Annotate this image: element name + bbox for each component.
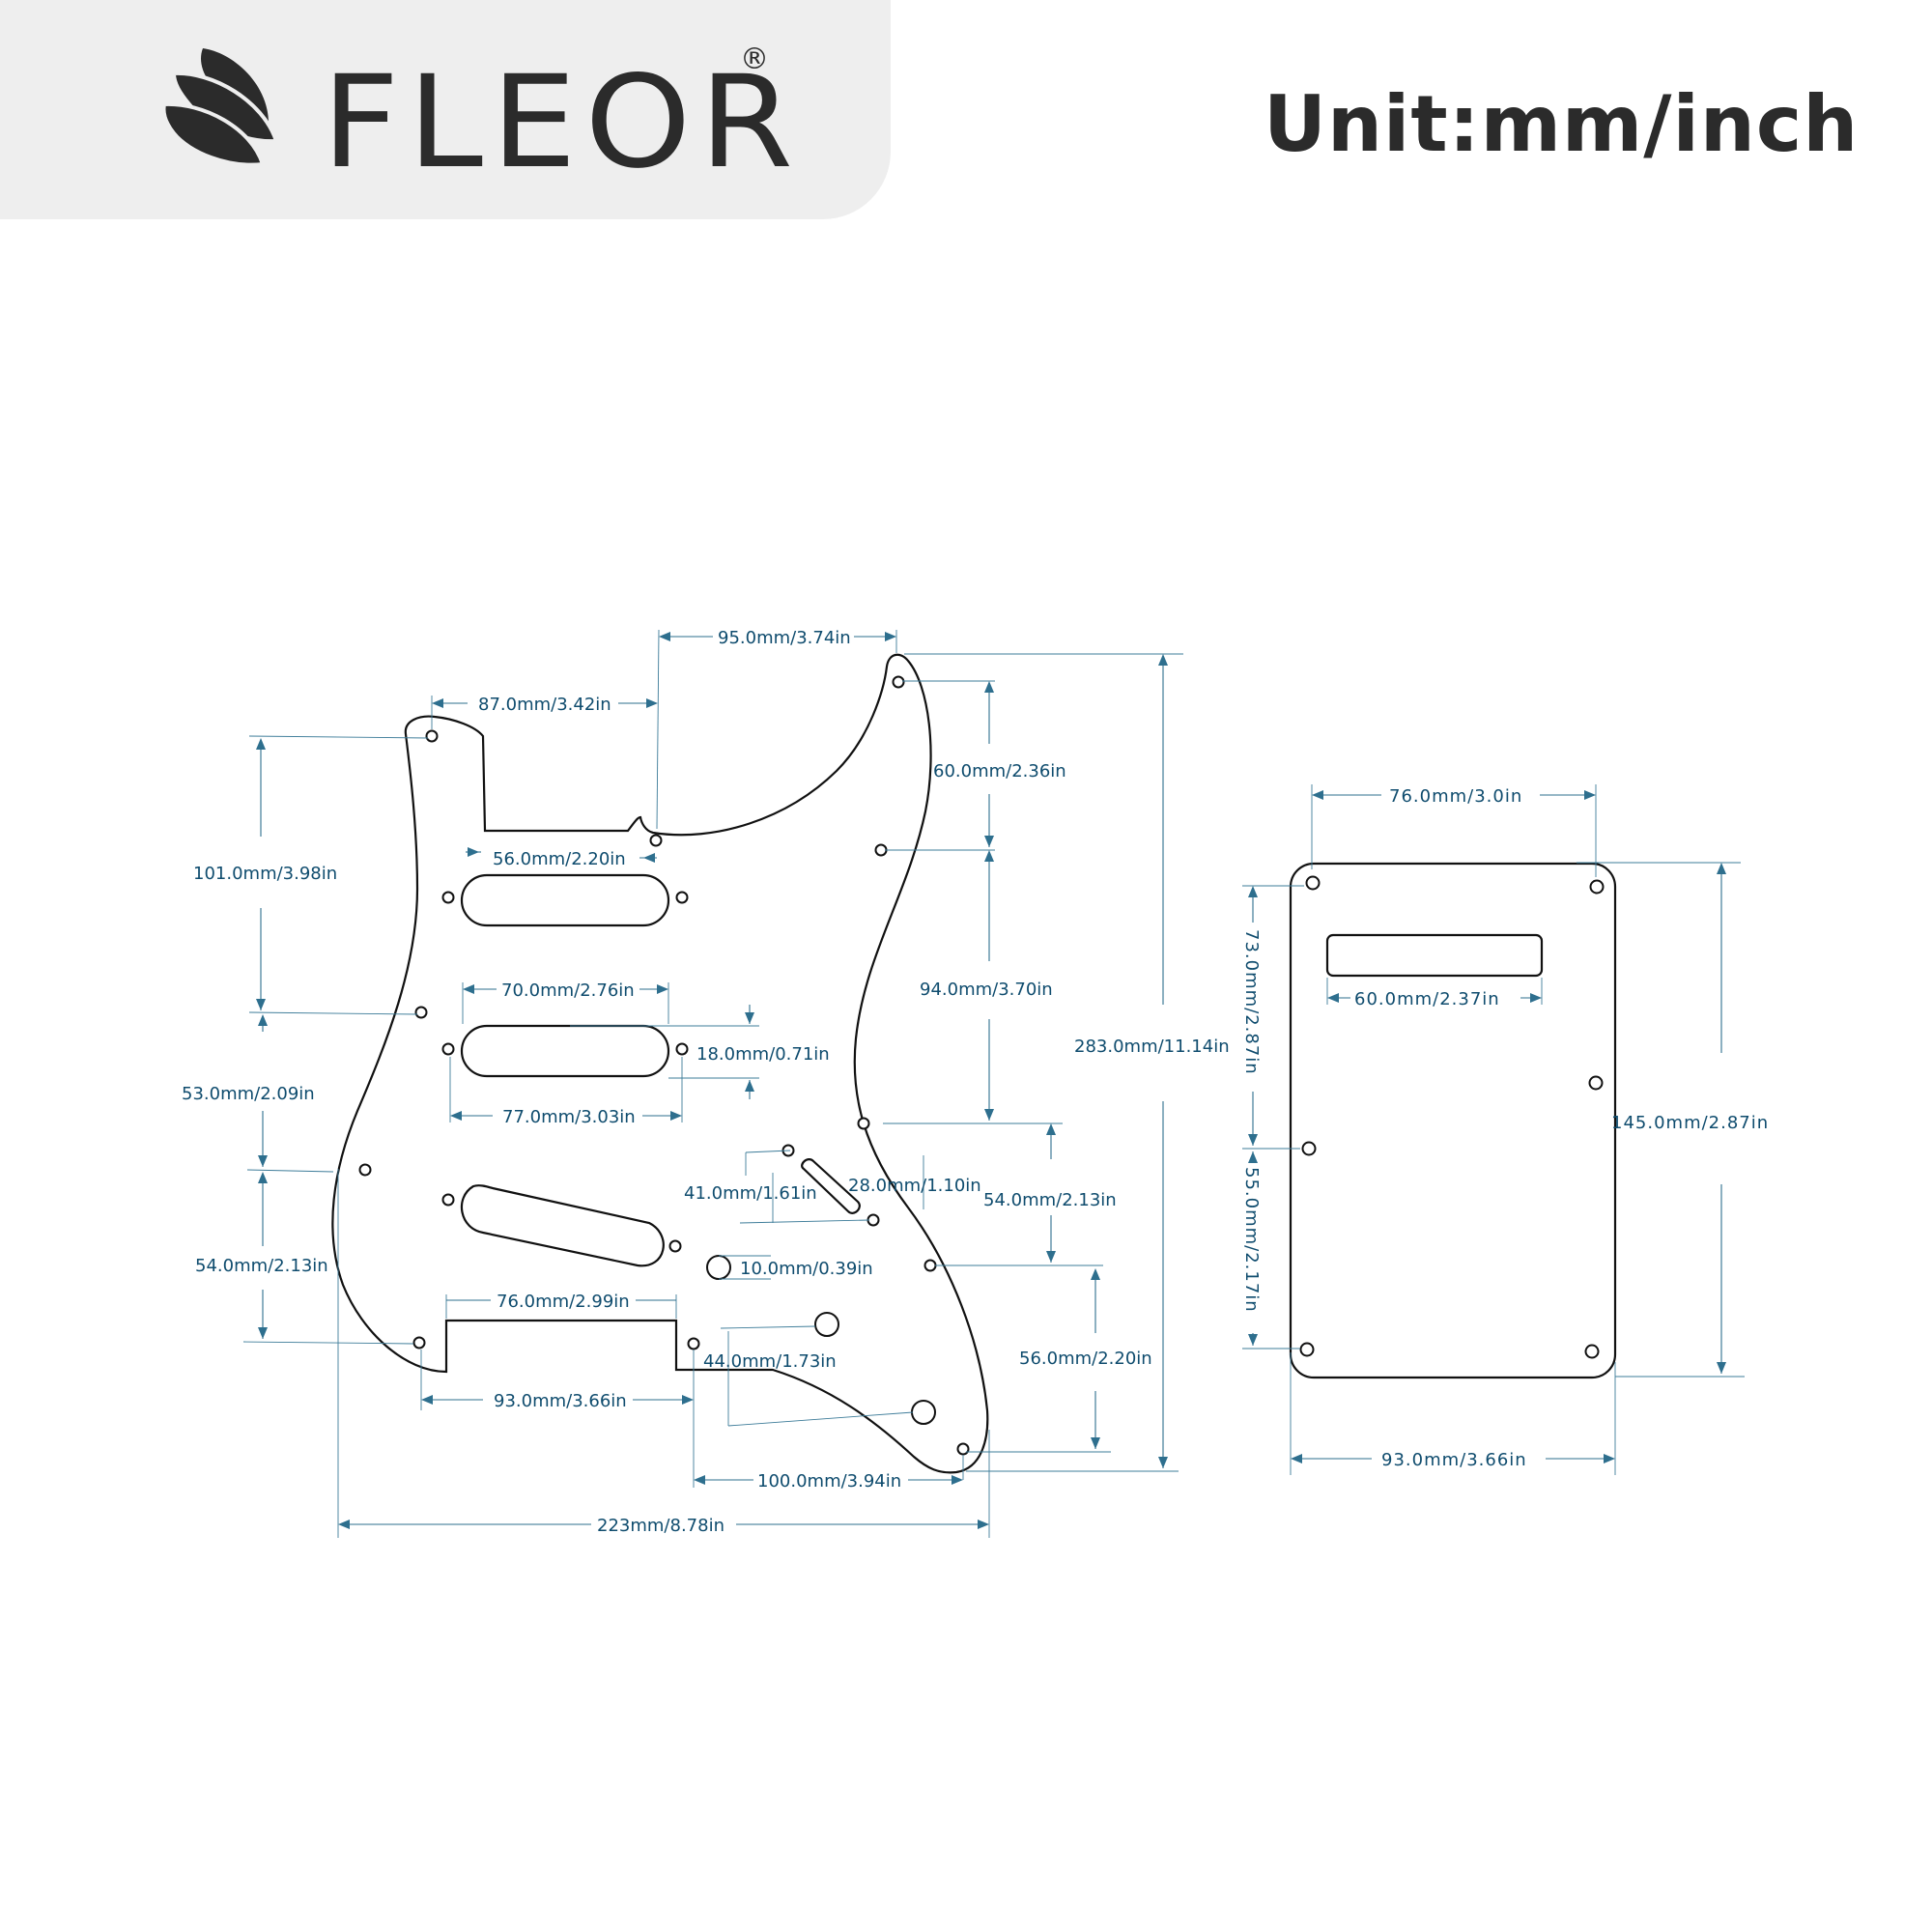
backplate-dimension-lines <box>1242 784 1745 1475</box>
dim-label: 77.0mm/3.03in <box>502 1107 636 1127</box>
screw-hole <box>675 1042 689 1056</box>
middle-pickup-slot <box>460 1024 670 1078</box>
screw-hole <box>441 891 455 904</box>
dim-label: 76.0mm/3.0in <box>1389 786 1522 807</box>
brand-name: FLEOR <box>322 48 802 197</box>
dim-label: 53.0mm/2.09in <box>182 1084 315 1104</box>
pickguard-dimension-lines <box>242 629 1183 1538</box>
screw-hole <box>441 1042 455 1056</box>
screw-hole <box>441 1193 455 1207</box>
leaf-logo-icon <box>161 48 279 167</box>
screw-hole <box>874 843 888 857</box>
header-panel <box>0 0 891 219</box>
screw-hole <box>687 1337 700 1350</box>
dim-label: 94.0mm/3.70in <box>920 980 1053 1000</box>
dim-label: 41.0mm/1.61in <box>684 1183 817 1204</box>
dim-label: 95.0mm/3.74in <box>718 628 851 648</box>
dim-label: 283.0mm/11.14in <box>1074 1037 1230 1057</box>
dim-label: 55.0mm/2.17in <box>1241 1167 1262 1313</box>
unit-label: Unit:mm/inch <box>1264 79 1860 169</box>
dim-label: 100.0mm/3.94in <box>757 1471 901 1492</box>
jack-hole <box>911 1400 936 1425</box>
dim-label: 145.0mm/2.87in <box>1611 1113 1769 1133</box>
dim-label: 44.0mm/1.73in <box>703 1351 837 1372</box>
screw-hole <box>1588 1075 1604 1091</box>
dim-label: 60.0mm/2.36in <box>933 761 1066 781</box>
backplate-outline <box>1289 862 1617 1379</box>
screw-hole <box>1301 1141 1317 1156</box>
pot-hole <box>814 1312 839 1337</box>
dim-label: 56.0mm/2.20in <box>493 849 626 869</box>
dim-label: 28.0mm/1.10in <box>848 1176 981 1196</box>
dim-label: 54.0mm/2.13in <box>983 1190 1117 1210</box>
bridge-pickup-slot <box>460 1184 665 1267</box>
screw-hole <box>867 1213 880 1227</box>
dim-label: 223mm/8.78in <box>597 1516 724 1536</box>
screw-hole <box>675 891 689 904</box>
registered-mark: ® <box>740 43 769 76</box>
dim-label: 93.0mm/3.66in <box>1381 1450 1527 1470</box>
dim-label: 73.0mm/2.87in <box>1241 929 1262 1075</box>
dim-label: 101.0mm/3.98in <box>193 864 337 884</box>
dim-label: 10.0mm/0.39in <box>740 1259 873 1279</box>
dim-label: 87.0mm/3.42in <box>478 695 611 715</box>
screw-hole <box>425 729 439 743</box>
dim-label: 18.0mm/0.71in <box>696 1044 830 1065</box>
backplate-slot <box>1325 933 1544 978</box>
screw-hole <box>923 1259 937 1272</box>
dim-label: 70.0mm/2.76in <box>501 980 635 1001</box>
screw-hole <box>892 675 905 689</box>
screw-hole <box>956 1442 970 1456</box>
switch-slot <box>801 1158 861 1214</box>
screw-hole <box>857 1117 870 1130</box>
screw-hole <box>412 1336 426 1350</box>
dim-label: 76.0mm/2.99in <box>497 1292 630 1312</box>
screw-hole <box>649 834 663 847</box>
screw-hole <box>1584 1344 1600 1359</box>
neck-pickup-slot <box>460 873 670 927</box>
dim-label: 54.0mm/2.13in <box>195 1256 328 1276</box>
screw-hole <box>1589 879 1605 895</box>
screw-hole <box>358 1163 372 1177</box>
dim-label: 60.0mm/2.37in <box>1354 989 1500 1009</box>
screw-hole <box>1305 875 1321 891</box>
pickguard-outline-main <box>331 653 989 1474</box>
dim-label: 93.0mm/3.66in <box>494 1391 627 1411</box>
screw-hole <box>668 1239 682 1253</box>
screw-hole <box>414 1006 428 1019</box>
dim-label: 56.0mm/2.20in <box>1019 1349 1152 1369</box>
pot-hole <box>706 1255 731 1280</box>
screw-hole <box>1299 1342 1315 1357</box>
